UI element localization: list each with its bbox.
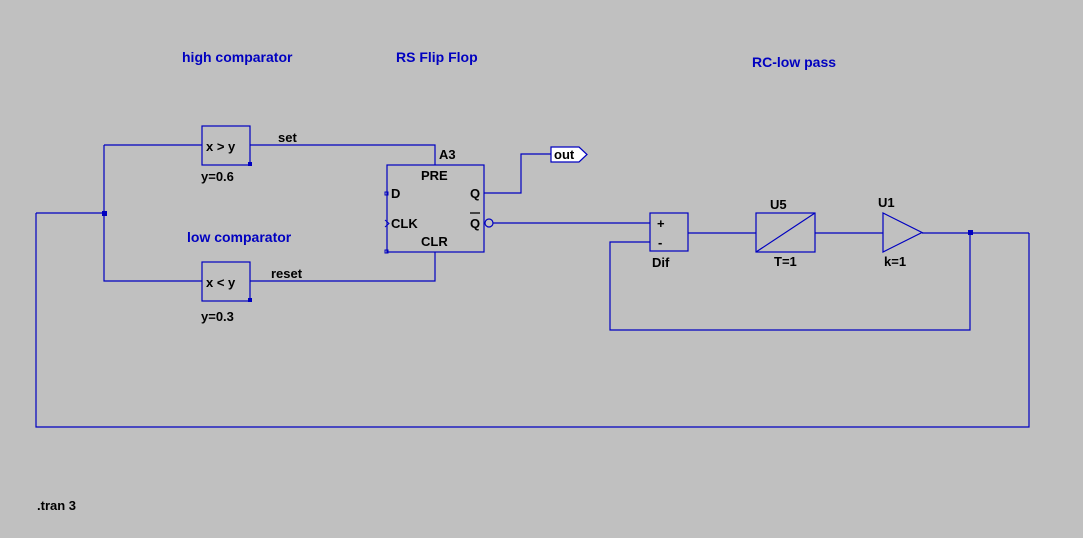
wires — [35, 144, 1030, 428]
flipflop-pin-q: Q — [470, 186, 480, 201]
flipflop-pin-clr: CLR — [421, 234, 448, 249]
diff-name: Dif — [652, 255, 670, 270]
low-comparator-param: y=0.3 — [201, 309, 234, 324]
out-port[interactable]: out — [550, 146, 588, 163]
flipflop-pin-pre: PRE — [421, 168, 448, 183]
integrator-param: T=1 — [774, 254, 797, 269]
rs-flip-flop[interactable]: A3 PRE D Q CLK Q CLR — [384, 147, 494, 254]
out-port-label: out — [554, 147, 575, 162]
diff-minus: - — [658, 235, 662, 250]
flipflop-pin-clk: CLK — [391, 216, 418, 231]
low-comparator-block[interactable]: x < y — [201, 261, 252, 302]
high-comparator-block[interactable]: x > y — [201, 125, 252, 166]
low-comparator-expr: x < y — [206, 275, 236, 290]
integrator-block[interactable] — [755, 212, 816, 253]
diff-plus: + — [657, 216, 665, 231]
rc-low-pass-label: RC-low pass — [752, 54, 836, 70]
flipflop-name: A3 — [439, 147, 456, 162]
difference-block[interactable]: + - — [649, 212, 689, 252]
inversion-bubble — [484, 218, 494, 228]
tran-directive[interactable]: .tran 3 — [37, 498, 76, 513]
high-comparator-expr: x > y — [206, 139, 236, 154]
net-label-set: set — [278, 130, 297, 145]
high-comparator-label: high comparator — [182, 49, 293, 65]
net-label-reset: reset — [271, 266, 303, 281]
flipflop-pin-d: D — [391, 186, 400, 201]
high-comparator-param: y=0.6 — [201, 169, 234, 184]
rs-flip-flop-label: RS Flip Flop — [396, 49, 478, 65]
low-comparator-label: low comparator — [187, 229, 292, 245]
flipflop-pin-qbar: Q — [470, 216, 480, 231]
gain-param: k=1 — [884, 254, 906, 269]
gain-name: U1 — [878, 195, 895, 210]
integrator-name: U5 — [770, 197, 787, 212]
gain-amplifier[interactable] — [882, 212, 924, 253]
